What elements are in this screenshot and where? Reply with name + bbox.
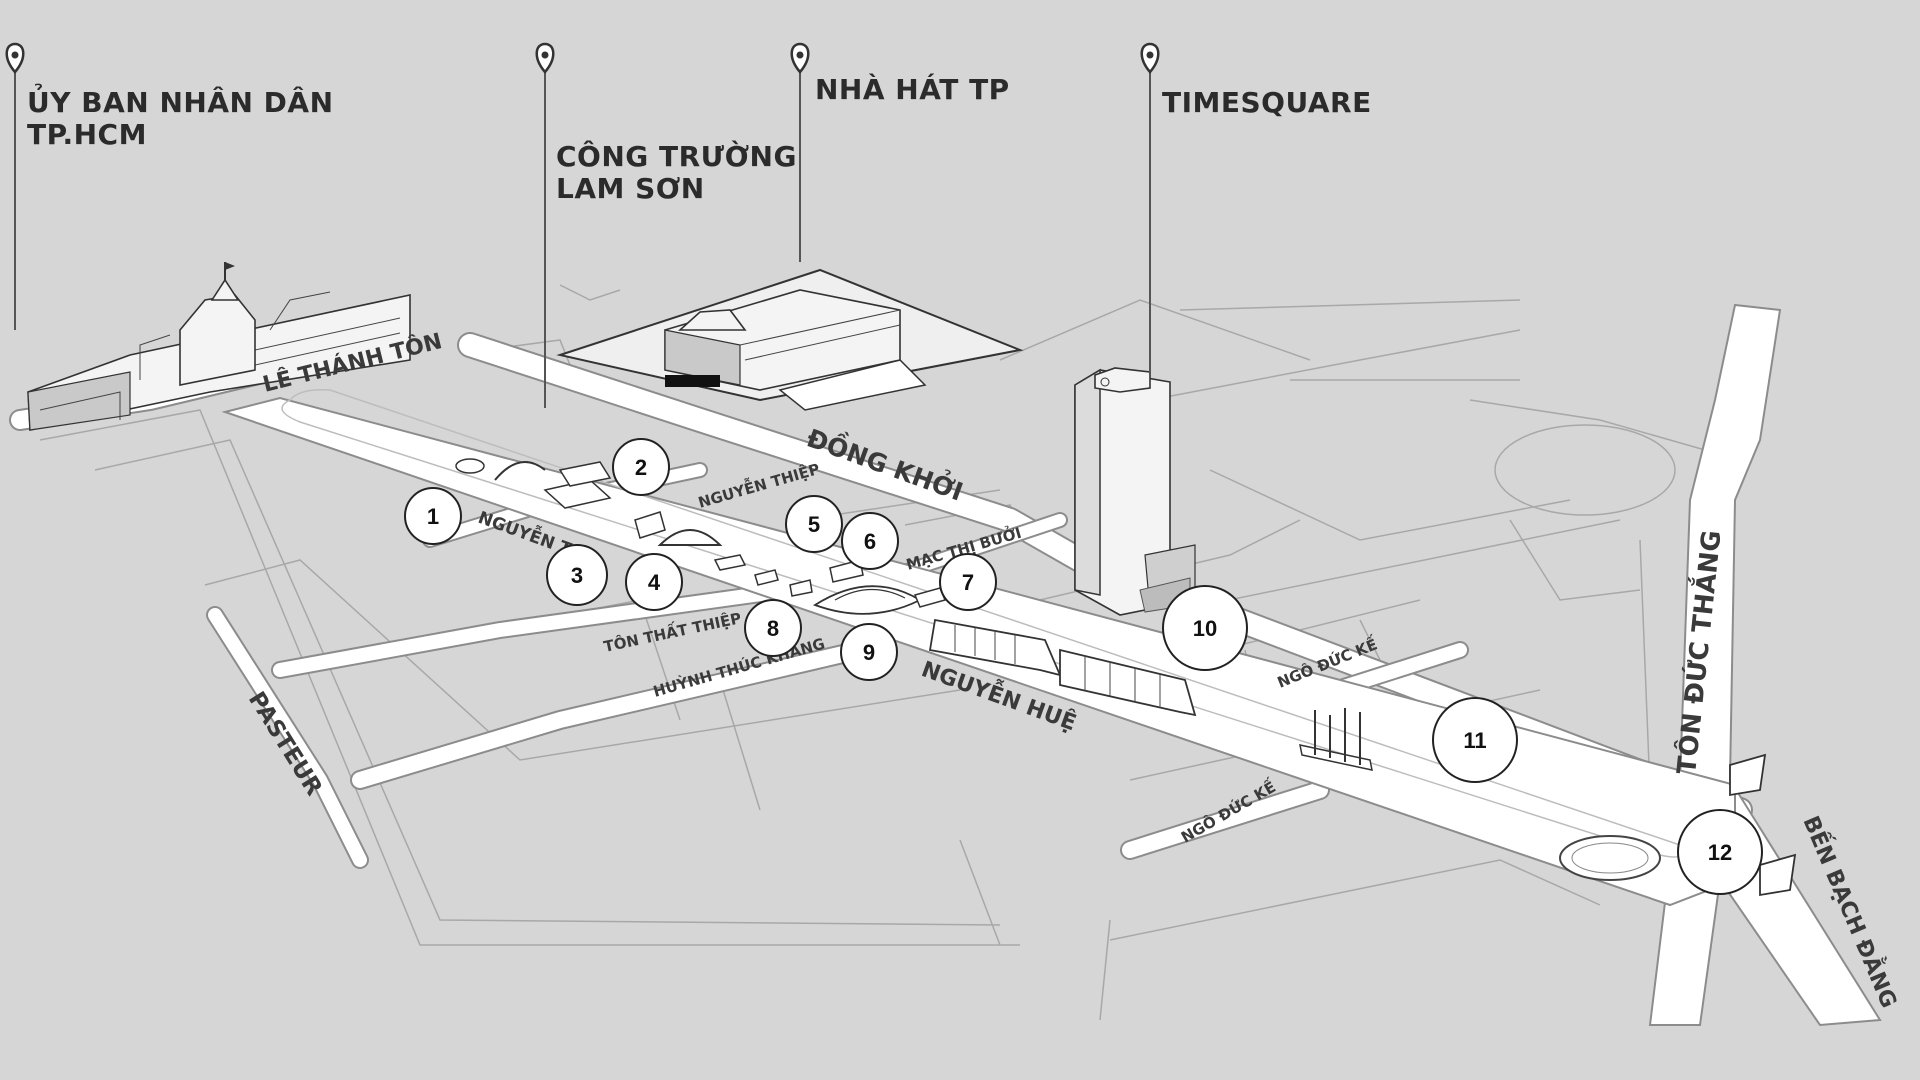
marker-label-3: 3 <box>571 563 583 588</box>
marker-8[interactable]: 8 <box>744 599 802 657</box>
landmark-label-timesquare: TIMESQUARE <box>1162 86 1372 119</box>
marker-label-9: 9 <box>863 640 875 665</box>
times-square-tower <box>1074 367 1196 616</box>
landmark-pin-lines <box>14 72 1151 408</box>
landmark-label-lamson-line2: LAM SƠN <box>556 172 705 205</box>
marker-7[interactable]: 7 <box>939 553 997 611</box>
marker-9[interactable]: 9 <box>840 623 898 681</box>
marker-label-7: 7 <box>962 570 974 595</box>
marker-12[interactable]: 12 <box>1677 809 1763 895</box>
marker-6[interactable]: 6 <box>841 512 899 570</box>
marker-label-2: 2 <box>635 455 647 480</box>
marker-4[interactable]: 4 <box>625 553 683 611</box>
location-pin-icon <box>1140 42 1160 74</box>
landmark-label-lamson-line1: CÔNG TRƯỜNG <box>556 139 797 173</box>
marker-label-5: 5 <box>808 512 820 537</box>
landmark-label-nhahat: NHÀ HÁT TP <box>815 72 1010 106</box>
marker-label-10: 10 <box>1193 616 1217 641</box>
street-label-pasteur: PASTEUR <box>243 687 327 800</box>
marker-label-1: 1 <box>427 504 439 529</box>
marker-3[interactable]: 3 <box>546 544 608 606</box>
marker-label-11: 11 <box>1463 728 1486 753</box>
location-pin-icon <box>535 42 555 74</box>
location-pin-icon <box>790 42 810 74</box>
marker-label-4: 4 <box>648 570 661 595</box>
marker-5[interactable]: 5 <box>785 495 843 553</box>
marker-label-8: 8 <box>767 616 779 641</box>
landmark-label-ubnd-line1: ỦY BAN NHÂN DÂN <box>27 81 334 119</box>
marker-10[interactable]: 10 <box>1162 585 1248 671</box>
marker-1[interactable]: 1 <box>404 487 462 545</box>
marker-label-6: 6 <box>864 529 876 554</box>
city-hall-building <box>27 262 411 431</box>
marker-label-12: 12 <box>1708 840 1732 865</box>
landmark-labels: ỦY BAN NHÂN DÂN TP.HCM CÔNG TRƯỜNG LAM S… <box>27 72 1372 205</box>
location-pin-icon <box>5 42 25 74</box>
opera-house <box>556 268 1024 411</box>
marker-11[interactable]: 11 <box>1432 697 1518 783</box>
landmark-label-ubnd-line2: TP.HCM <box>27 118 147 151</box>
marker-2[interactable]: 2 <box>612 438 670 496</box>
installations <box>455 458 1797 897</box>
